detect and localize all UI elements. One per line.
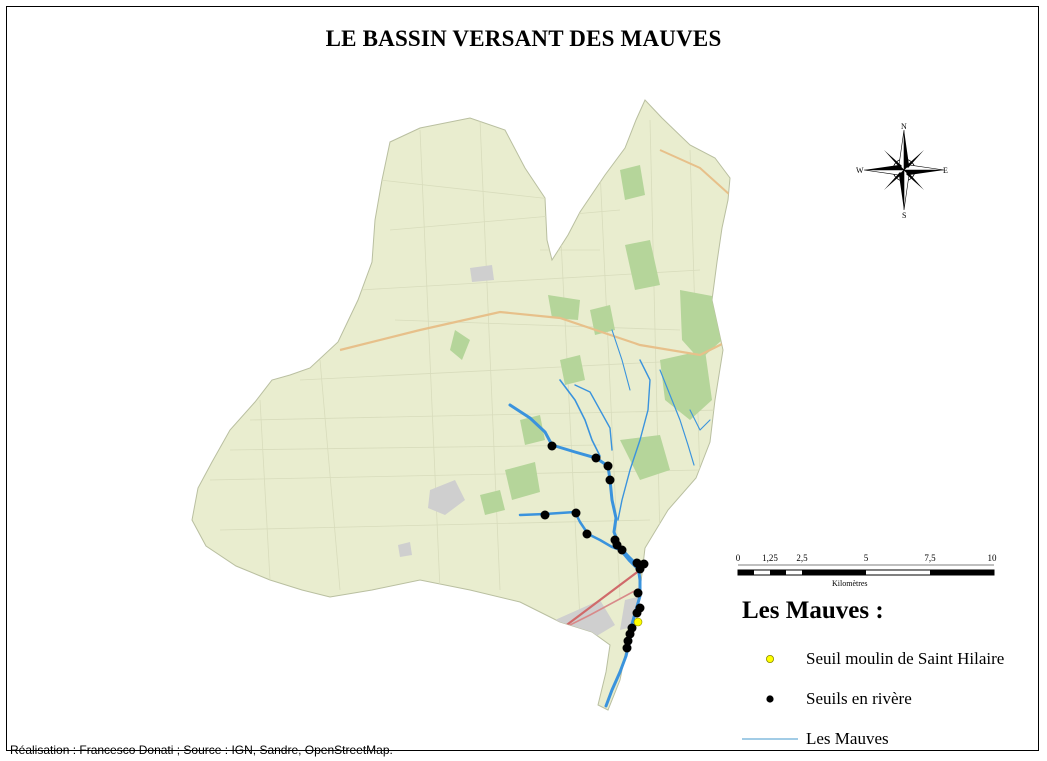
legend-yellow-point-icon bbox=[766, 655, 775, 664]
legend-item-label: Seuil moulin de Saint Hilaire bbox=[806, 649, 1005, 668]
seuil-moulin-saint-hilaire-point bbox=[633, 617, 643, 627]
seuil-point bbox=[632, 608, 642, 618]
seuil-point bbox=[617, 545, 627, 555]
seuil-point bbox=[571, 508, 581, 518]
map-title: LE BASSIN VERSANT DES MAUVES bbox=[325, 26, 722, 51]
compass-e-label: E bbox=[943, 166, 948, 175]
seuil-point bbox=[547, 441, 557, 451]
seuil-point bbox=[582, 529, 592, 539]
compass-w-label: W bbox=[856, 166, 864, 175]
seuil-point bbox=[605, 475, 615, 485]
legend-title: Les Mauves : bbox=[742, 597, 884, 624]
scale-tick-label: 0 bbox=[735, 553, 741, 563]
seuil-point bbox=[633, 588, 643, 598]
seuil-point bbox=[540, 510, 550, 520]
north-arrow-icon bbox=[863, 129, 945, 211]
scale-tick-label: 10 bbox=[987, 553, 997, 563]
credit-text: Réalisation : Francesco Donati ; Source … bbox=[10, 743, 393, 757]
legend-item-river: Les Mauves bbox=[800, 727, 889, 751]
legend-item-label: Seuils en rivère bbox=[806, 689, 912, 708]
forest-areas bbox=[450, 165, 722, 515]
basin-features bbox=[209, 119, 730, 641]
scale-tick-label: 7,5 bbox=[924, 553, 936, 563]
compass-s-label: S bbox=[902, 211, 907, 220]
seuil-point bbox=[635, 564, 645, 574]
legend-black-point-icon bbox=[766, 695, 774, 703]
basin-area bbox=[191, 99, 731, 711]
seuil-point bbox=[625, 629, 635, 639]
scale-unit-label: Kilomètres bbox=[832, 579, 868, 588]
scale-tick-label: 5 bbox=[863, 553, 869, 563]
legend-item-seuil-moulin: Seuil moulin de Saint Hilaire bbox=[800, 647, 1004, 671]
seuil-point bbox=[622, 643, 632, 653]
legend-item-seuils: Seuils en rivère bbox=[800, 687, 912, 711]
legend-item-label: Les Mauves bbox=[806, 729, 889, 748]
scale-tick-label: 2,5 bbox=[796, 553, 808, 563]
seuil-point bbox=[603, 461, 613, 471]
scale-bar bbox=[737, 564, 995, 576]
seuils-points bbox=[540, 441, 649, 653]
seuil-point bbox=[623, 636, 633, 646]
seuil-point bbox=[591, 453, 601, 463]
compass-n-label: N bbox=[901, 122, 907, 131]
scale-tick-label: 1,25 bbox=[762, 553, 778, 563]
